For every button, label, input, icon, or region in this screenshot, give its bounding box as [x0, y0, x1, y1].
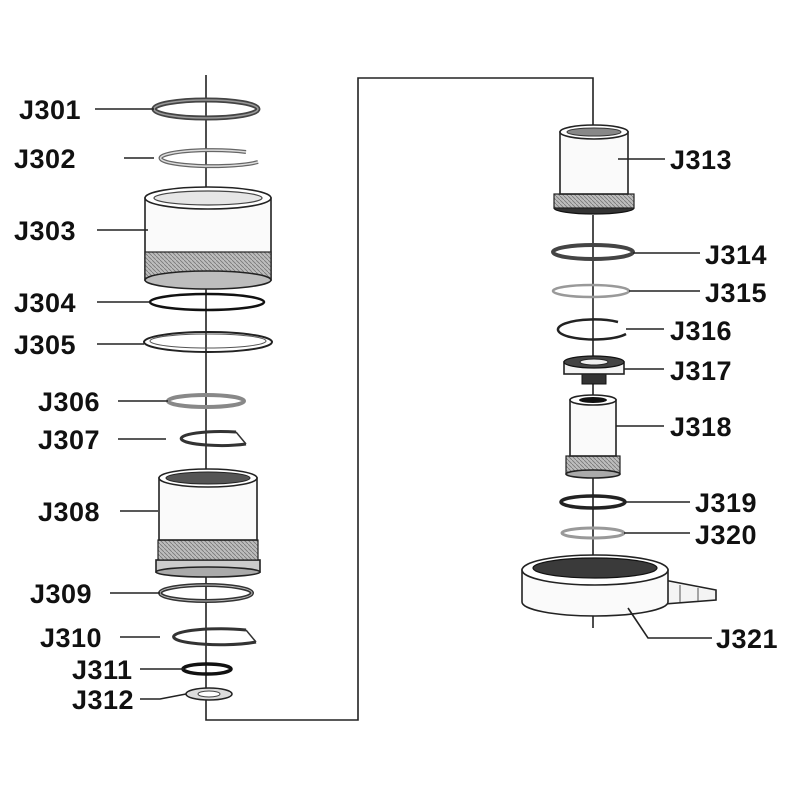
part-j317-nut: [563, 355, 625, 385]
label-j319: J319: [695, 488, 757, 518]
part-j314-ring: [551, 243, 635, 261]
part-j318-sleeve: [565, 394, 621, 479]
part-labels: J301 J302 J303 J304 J305 J306 J307 J308 …: [14, 95, 778, 715]
part-j312-washer: [185, 687, 233, 701]
part-j308-cylinder: [155, 468, 261, 578]
label-j302: J302: [14, 144, 76, 174]
part-j304-o-ring: [148, 292, 266, 312]
label-j321: J321: [716, 624, 778, 654]
label-j313: J313: [670, 145, 732, 175]
label-j316: J316: [670, 316, 732, 346]
part-j310-split-ring: [172, 627, 257, 647]
part-j316-snap-ring: [556, 318, 627, 341]
label-j303: J303: [14, 216, 76, 246]
part-j313-sleeve: [553, 124, 635, 215]
label-j310: J310: [40, 623, 102, 653]
label-j314: J314: [705, 240, 767, 270]
label-j315: J315: [705, 278, 767, 308]
label-j306: J306: [38, 387, 100, 417]
label-j317: J317: [670, 356, 732, 386]
label-j304: J304: [14, 288, 76, 318]
part-j315-ring: [551, 283, 631, 299]
assembly-axis: [205, 75, 594, 721]
part-j307-split-washer: [179, 430, 247, 448]
label-j309: J309: [30, 579, 92, 609]
label-j301: J301: [19, 95, 81, 125]
part-j321-base-housing: [521, 554, 717, 617]
part-j311-small-ring: [181, 662, 233, 676]
label-j305: J305: [14, 330, 76, 360]
label-j308: J308: [38, 497, 100, 527]
label-j320: J320: [695, 520, 757, 550]
label-j307: J307: [38, 425, 100, 455]
part-j302-split-ring: [158, 148, 259, 169]
label-j311: J311: [72, 655, 133, 685]
part-j305-ring: [143, 331, 273, 353]
part-j303-cylinder: [144, 186, 272, 290]
label-j318: J318: [670, 412, 732, 442]
label-j312: J312: [72, 685, 134, 715]
leader-lines: [95, 108, 712, 700]
